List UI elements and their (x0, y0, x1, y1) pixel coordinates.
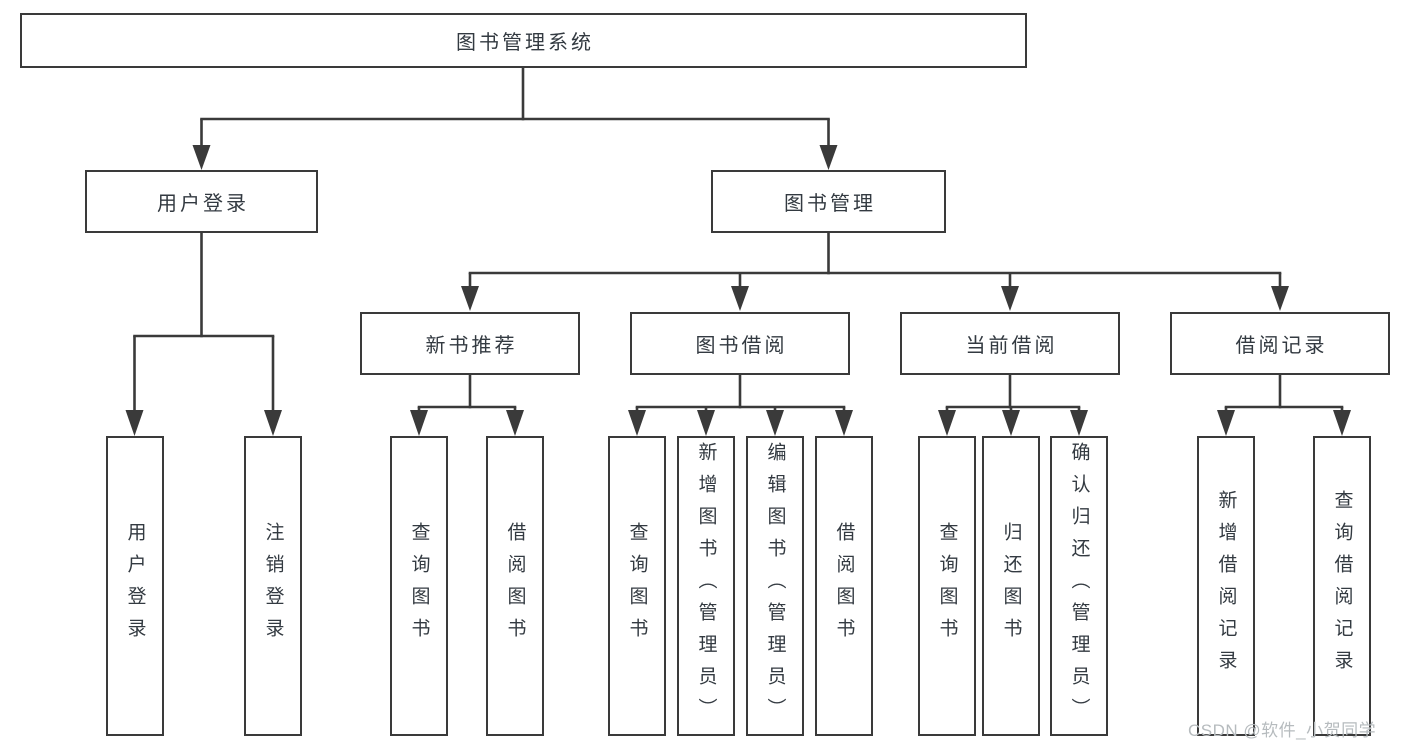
arrow-down-icon (1070, 410, 1088, 436)
arrow-down-icon (938, 410, 956, 436)
connector-current-borrow-children (938, 373, 1088, 436)
leaf-borrow-books: 借阅图书 (815, 436, 873, 736)
arrow-down-icon (1002, 410, 1020, 436)
node-current-borrowing: 当前借阅 (900, 312, 1120, 375)
csdn-watermark: CSDN @软件_小贺同学 (1188, 721, 1377, 740)
leaf-query-borrow-record: 查询借阅记录 (1313, 436, 1371, 736)
arrow-down-icon (125, 410, 144, 436)
leaf-query-books-current: 查询图书 (918, 436, 976, 736)
node-book-management: 图书管理 (711, 170, 946, 233)
leaf-query-books-recommend: 查询图书 (390, 436, 448, 736)
arrow-down-icon (766, 410, 784, 436)
leaf-logout: 注销登录 (244, 436, 302, 736)
arrow-down-icon (1217, 410, 1235, 436)
arrow-down-icon (628, 410, 646, 436)
arrow-down-icon (461, 286, 479, 311)
connector-book-borrow-children (628, 373, 853, 436)
leaf-confirm-return-admin: 确认归还（管理员） (1050, 436, 1108, 736)
connector-record-children (1217, 373, 1351, 436)
arrow-down-icon (819, 145, 838, 170)
node-library-management-system: 图书管理系统 (20, 13, 1027, 68)
connector-book-management-children (461, 231, 1289, 311)
connector-new-book-children (410, 373, 524, 436)
arrow-down-icon (410, 410, 428, 436)
leaf-edit-book-admin: 编辑图书（管理员） (746, 436, 804, 736)
leaf-query-books-borrow: 查询图书 (608, 436, 666, 736)
arrow-down-icon (1271, 286, 1289, 311)
node-new-book-recommendation: 新书推荐 (360, 312, 580, 375)
node-user-login: 用户登录 (85, 170, 318, 233)
connector-user-login-children (125, 231, 282, 436)
leaf-user-login: 用户登录 (106, 436, 164, 736)
leaf-add-book-admin: 新增图书（管理员） (677, 436, 735, 736)
leaf-borrow-books-recommend: 借阅图书 (486, 436, 544, 736)
node-borrowing-records: 借阅记录 (1170, 312, 1390, 375)
arrow-down-icon (1001, 286, 1019, 311)
arrow-down-icon (1333, 410, 1351, 436)
leaf-add-borrow-record: 新增借阅记录 (1197, 436, 1255, 736)
arrow-down-icon (731, 286, 749, 311)
arrow-down-icon (264, 410, 282, 436)
arrow-down-icon (506, 410, 524, 436)
arrow-down-icon (835, 410, 853, 436)
connector-root-to-branches (192, 66, 838, 170)
node-book-borrowing: 图书借阅 (630, 312, 850, 375)
arrow-down-icon (697, 410, 715, 436)
leaf-return-books: 归还图书 (982, 436, 1040, 736)
arrow-down-icon (192, 145, 211, 170)
